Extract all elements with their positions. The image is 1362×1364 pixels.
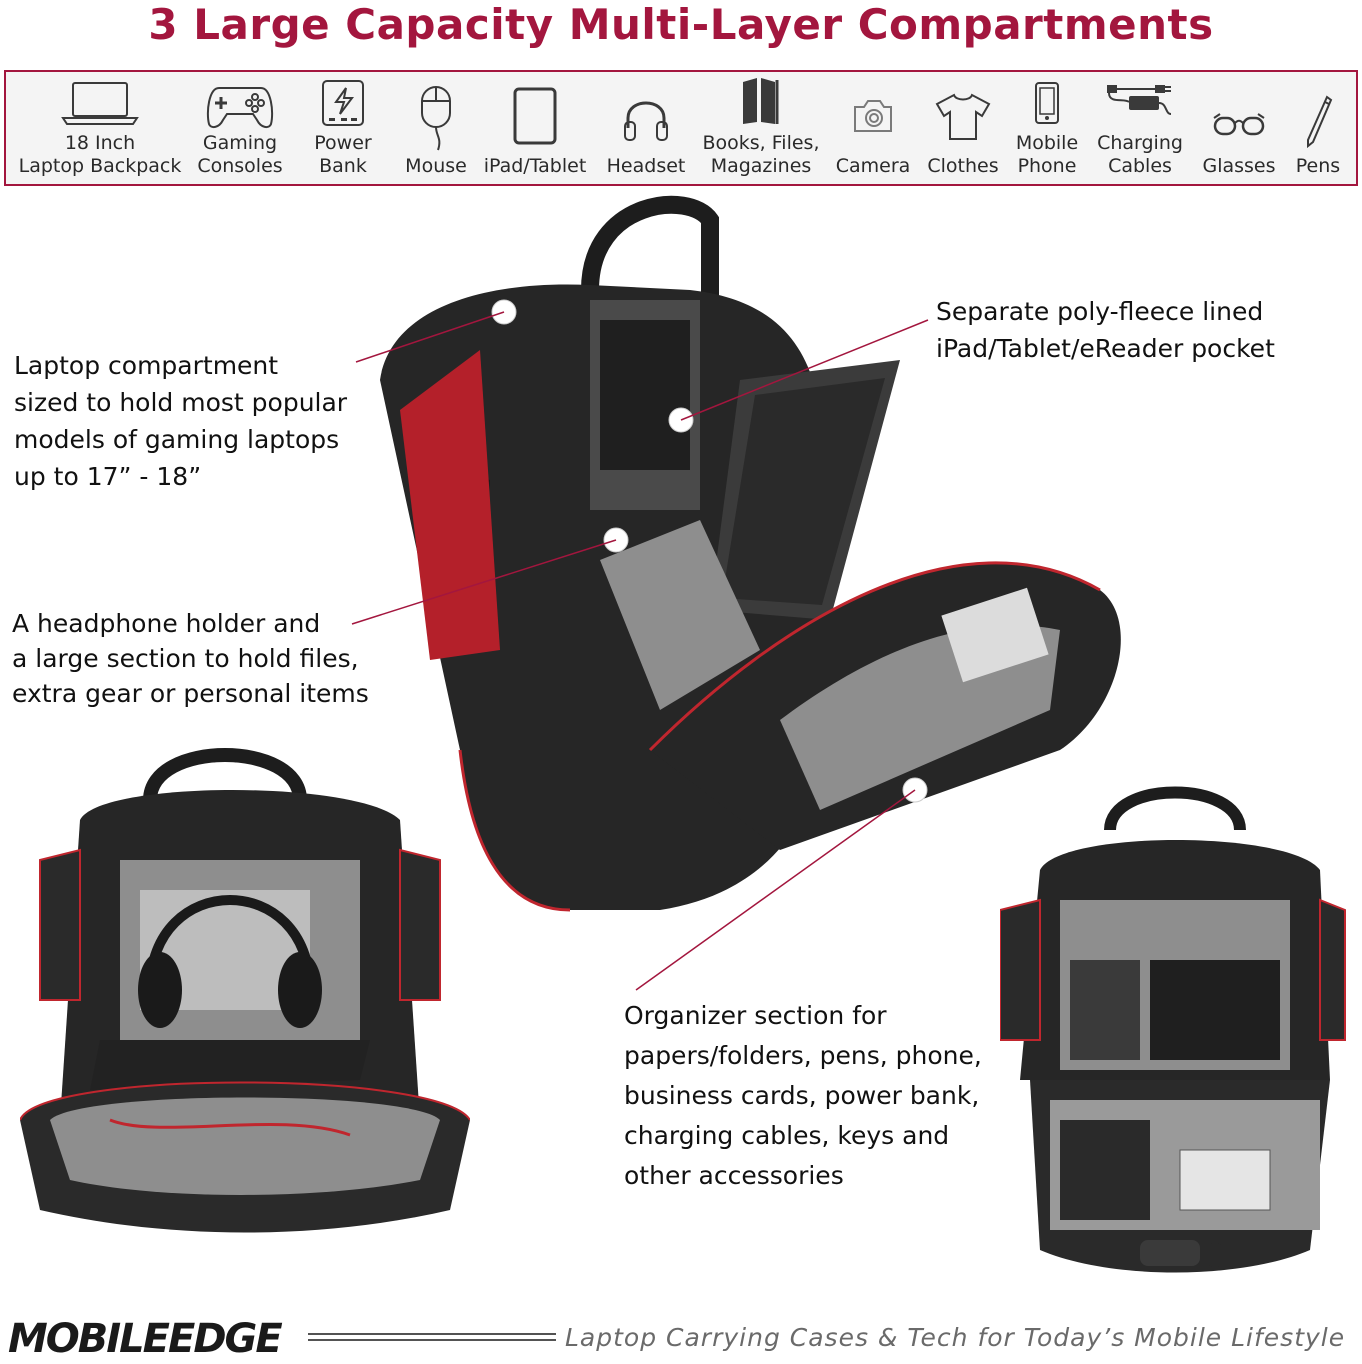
icon-label-line: Bank — [319, 155, 367, 177]
icon-label-line: Glasses — [1202, 155, 1276, 177]
callout-organizer-section: Organizer section for papers/folders, pe… — [624, 996, 982, 1196]
icon-label-line: Clothes — [927, 155, 999, 177]
icon-item-camera: Camera — [828, 72, 918, 184]
callout-line: Organizer section for — [624, 1001, 887, 1030]
tablet-icon — [513, 87, 557, 145]
icon-label-line: Cables — [1108, 155, 1172, 177]
callout-line: iPad/Tablet/eReader pocket — [936, 334, 1275, 363]
icon-label-line: Gaming — [202, 132, 278, 154]
cable-icon — [1107, 85, 1172, 115]
callout-line: business cards, power bank, — [624, 1081, 980, 1110]
callout-line: papers/folders, pens, phone, — [624, 1041, 982, 1070]
icon-item-tablet: iPad/Tablet — [478, 72, 592, 184]
callout-line: charging cables, keys and — [624, 1121, 950, 1150]
icon-label-line: 18 Inch — [64, 132, 136, 154]
icon-label-line: Mobile — [1015, 132, 1079, 154]
callout-tablet-pocket: Separate poly-fleece lined iPad/Tablet/e… — [936, 293, 1275, 367]
gamepad-icon — [206, 87, 274, 129]
power-bank-icon — [322, 80, 364, 126]
footer-divider-lines — [308, 1333, 556, 1341]
callout-headphone-holder: A headphone holder and a large section t… — [12, 606, 369, 711]
icon-label-line: Pens — [1295, 155, 1341, 177]
icon-label-line: Headset — [606, 155, 686, 177]
icon-label-line: Power — [314, 132, 372, 154]
tshirt-icon — [935, 93, 991, 140]
icon-label-line: Mouse — [405, 155, 467, 177]
icon-item-headset: Headset — [598, 72, 694, 184]
icon-label-line: iPad/Tablet — [483, 155, 587, 177]
callout-line: sized to hold most popular — [14, 388, 348, 417]
phone-icon — [1035, 82, 1059, 124]
callout-line: extra gear or personal items — [12, 679, 369, 708]
mouse-icon — [421, 86, 451, 151]
callout-line: up to 17” - 18” — [14, 462, 202, 491]
page-title: 3 Large Capacity Multi-Layer Compartment… — [148, 0, 1214, 49]
glasses-icon — [1213, 113, 1265, 136]
backpack-headphone-photo — [20, 748, 470, 1233]
callout-line: other accessories — [624, 1161, 844, 1190]
callout-line: Laptop compartment — [14, 351, 279, 380]
icon-item-books: Books, Files,Magazines — [698, 72, 824, 184]
backpack-organizer-photo — [1000, 786, 1346, 1273]
callout-line: a large section to hold files, — [12, 644, 359, 673]
callout-line: A headphone holder and — [12, 609, 321, 638]
icon-label-line: Magazines — [710, 155, 812, 177]
headset-icon — [624, 101, 668, 141]
callout-line: Separate poly-fleece lined — [936, 297, 1264, 326]
icon-label-line: Charging — [1097, 132, 1183, 154]
pen-icon — [1307, 95, 1333, 149]
brand-tagline: Laptop Carrying Cases & Tech for Today’s… — [565, 1323, 1346, 1352]
icon-item-mouse: Mouse — [398, 72, 474, 184]
icon-item-clothes: Clothes — [920, 72, 1006, 184]
callout-laptop-compartment: Laptop compartment sized to hold most po… — [14, 347, 347, 495]
icon-label-line: Camera — [835, 155, 911, 177]
camera-icon — [854, 100, 892, 132]
icon-label-line: Phone — [1017, 155, 1077, 177]
icon-label-line: Books, Files, — [702, 132, 820, 154]
backpack-main-photo — [380, 195, 1121, 912]
brand-logo: MOBILEEDGE — [8, 1316, 283, 1362]
laptop-icon — [61, 82, 139, 125]
icon-label-line: Consoles — [197, 155, 283, 177]
callout-line: models of gaming laptops — [14, 425, 340, 454]
icon-label-line: Laptop Backpack — [18, 155, 182, 177]
icon-item-pens: Pens — [1286, 72, 1350, 184]
books-icon — [743, 78, 779, 124]
icon-item-glasses: Glasses — [1196, 72, 1282, 184]
